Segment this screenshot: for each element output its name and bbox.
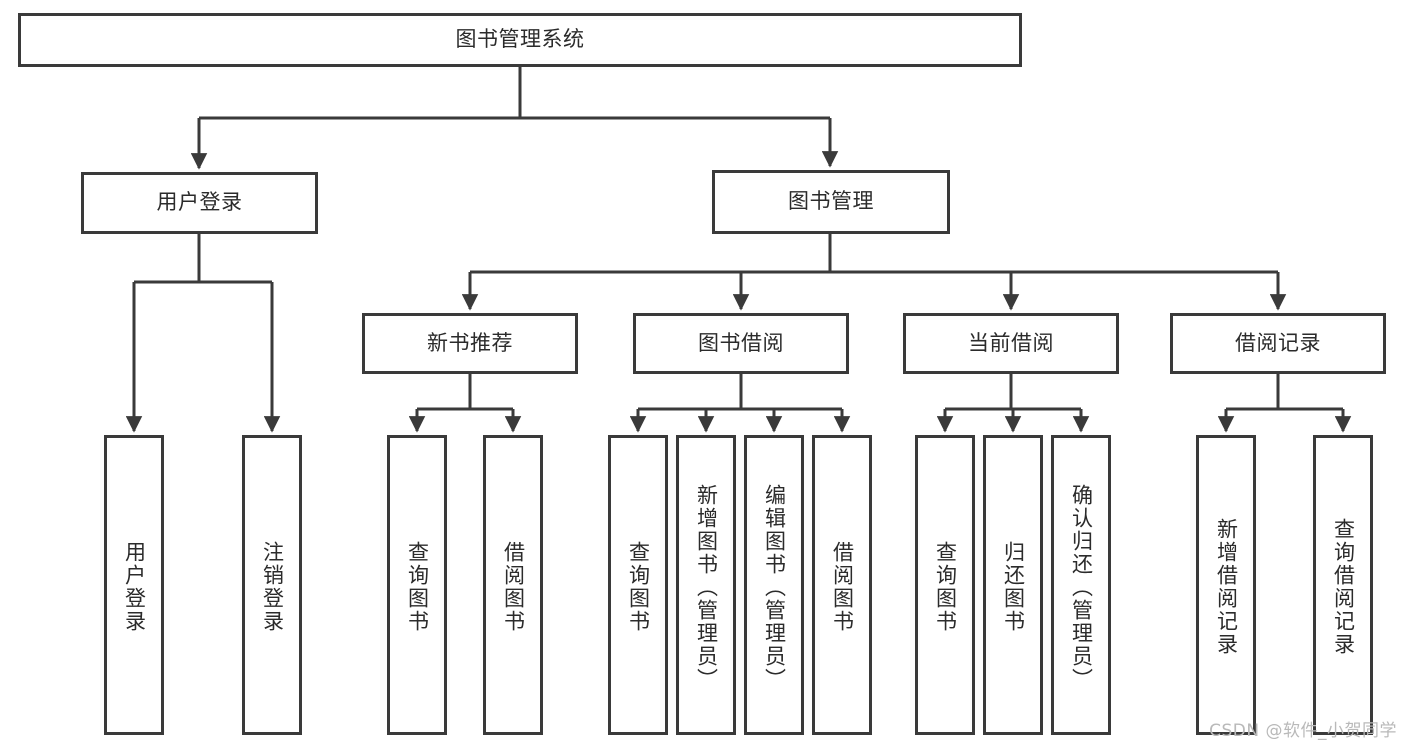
node-book-management-label: 图书管理 [788,189,874,214]
node-new-book-recommend[interactable]: 新书推荐 [362,313,578,374]
leaf-query-borrow-record[interactable]: 查询借阅记录 [1313,435,1373,735]
leaf-query-borrow-record-label: 查询借阅记录 [1331,518,1356,656]
leaf-user-login-label: 用户登录 [122,541,147,633]
leaf-add-borrow-record[interactable]: 新增借阅记录 [1196,435,1256,735]
leaf-borrow-query-book[interactable]: 查询图书 [608,435,668,735]
node-user-login-label: 用户登录 [156,190,243,215]
node-new-book-recommend-label: 新书推荐 [427,330,513,355]
leaf-add-book-admin[interactable]: 新增图书（管理员） [676,435,736,735]
leaf-borrow-query-book-label: 查询图书 [626,541,651,633]
node-current-borrow-label: 当前借阅 [968,330,1054,355]
node-user-login[interactable]: 用户登录 [81,172,318,234]
node-root[interactable]: 图书管理系统 [18,13,1022,67]
leaf-user-login[interactable]: 用户登录 [104,435,164,735]
node-book-borrow-label: 图书借阅 [698,330,784,355]
node-book-management[interactable]: 图书管理 [712,170,950,234]
leaf-logout[interactable]: 注销登录 [242,435,302,735]
leaf-return-book[interactable]: 归还图书 [983,435,1043,735]
leaf-recommend-query-book-label: 查询图书 [405,541,430,633]
leaf-add-borrow-record-label: 新增借阅记录 [1214,518,1239,656]
node-book-borrow[interactable]: 图书借阅 [633,313,849,374]
leaf-current-query-book[interactable]: 查询图书 [915,435,975,735]
node-borrow-record[interactable]: 借阅记录 [1170,313,1386,374]
node-borrow-record-label: 借阅记录 [1235,330,1321,355]
leaf-logout-label: 注销登录 [260,541,285,633]
leaf-edit-book-admin-label: 编辑图书（管理员） [762,483,787,691]
node-current-borrow[interactable]: 当前借阅 [903,313,1119,374]
leaf-recommend-query-book[interactable]: 查询图书 [387,435,447,735]
leaf-confirm-return-admin[interactable]: 确认归还（管理员） [1051,435,1111,735]
node-root-label: 图书管理系统 [455,27,585,52]
leaf-recommend-borrow-book-label: 借阅图书 [501,541,526,633]
leaf-return-book-label: 归还图书 [1001,541,1026,633]
leaf-recommend-borrow-book[interactable]: 借阅图书 [483,435,543,735]
leaf-edit-book-admin[interactable]: 编辑图书（管理员） [744,435,804,735]
leaf-borrow-book-label: 借阅图书 [830,541,855,633]
leaf-current-query-book-label: 查询图书 [933,541,958,633]
leaf-borrow-book[interactable]: 借阅图书 [812,435,872,735]
leaf-confirm-return-admin-label: 确认归还（管理员） [1069,483,1094,691]
leaf-add-book-admin-label: 新增图书（管理员） [694,483,719,691]
